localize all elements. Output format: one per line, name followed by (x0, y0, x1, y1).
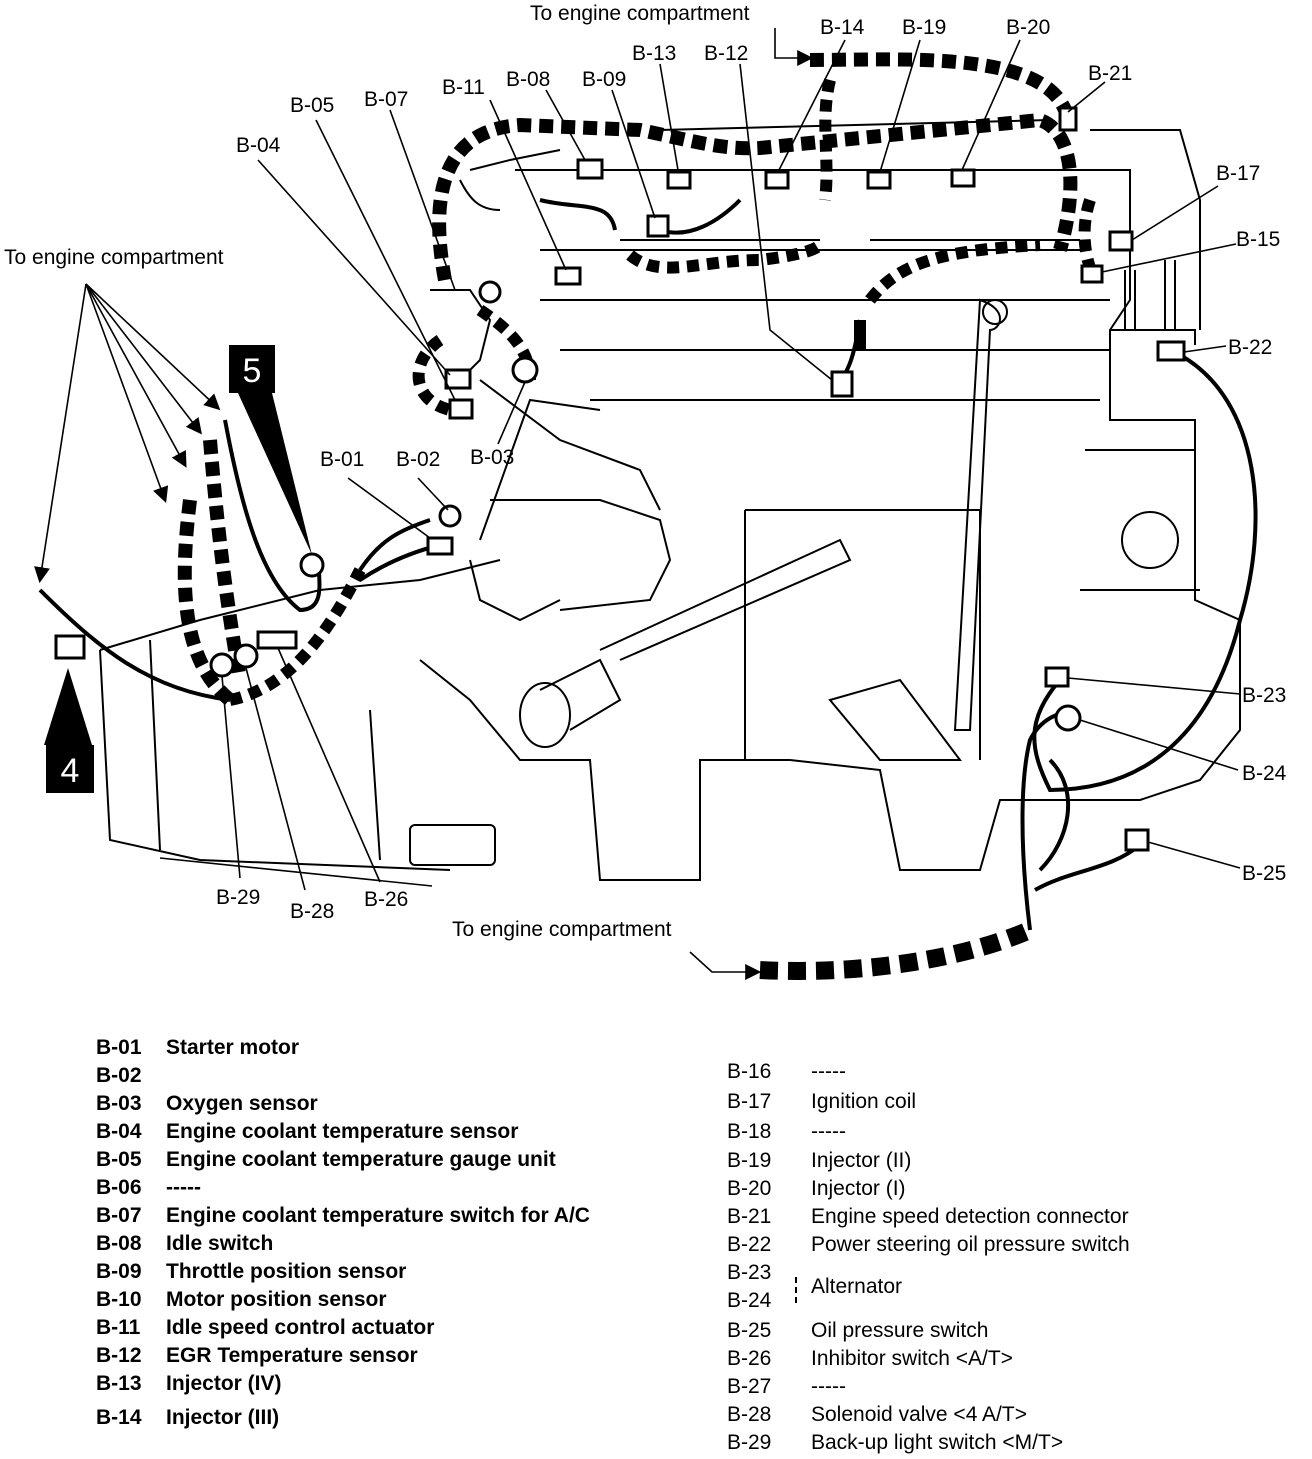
callout-b22: B-22 (1228, 336, 1272, 359)
callout-b24: B-24 (1242, 762, 1287, 785)
callout-b13: B-13 (632, 42, 676, 65)
callout-b07: B-07 (364, 88, 408, 111)
connector-b09 (646, 214, 670, 238)
marker-5: 5 (229, 345, 312, 555)
callout-b28: B-28 (290, 900, 334, 923)
callout-b09: B-09 (582, 68, 626, 91)
connector-b04 (444, 368, 472, 390)
callout-b04: B-04 (236, 134, 281, 157)
callout-b05: B-05 (290, 94, 334, 117)
svg-text:4: 4 (61, 752, 80, 790)
leader-lines (34, 28, 1241, 980)
connector-b19 (866, 170, 892, 190)
callout-labels: To engine compartment To engine compartm… (4, 2, 1287, 941)
engine-harness-diagram: 5 4 To engine compartment To engine comp… (4, 2, 1287, 980)
callout-b03: B-03 (470, 446, 514, 469)
connector-b21 (1058, 106, 1078, 132)
connector-left-ground (54, 634, 86, 660)
connector-b02 (438, 504, 462, 528)
callout-b15: B-15 (1236, 228, 1280, 251)
connector-5 (299, 552, 325, 578)
wiring-harness (177, 52, 1101, 980)
connector-b05 (448, 398, 474, 420)
callout-b14: B-14 (820, 16, 865, 39)
callout-b23: B-23 (1242, 684, 1286, 707)
connector-b03 (511, 356, 539, 384)
engine-block (99, 119, 1241, 881)
callout-b29: B-29 (216, 886, 260, 909)
alternator-brace (795, 1277, 803, 1303)
callout-b17: B-17 (1216, 162, 1260, 185)
callout-b21: B-21 (1088, 62, 1132, 85)
connector-b26 (256, 630, 298, 650)
connector-b08 (576, 158, 604, 180)
connector-b01 (426, 536, 454, 556)
connector-b17 (1108, 230, 1134, 252)
connector-b11 (554, 266, 582, 286)
thin-wires (38, 198, 1258, 931)
connector-b29 (209, 652, 235, 678)
callout-b20: B-20 (1006, 16, 1050, 39)
connector-b13 (666, 170, 692, 190)
connector-b07 (478, 280, 502, 304)
callout-b02: B-02 (396, 448, 440, 471)
connector-b24 (1054, 704, 1082, 732)
callout-b08: B-08 (506, 68, 550, 91)
callout-b11: B-11 (442, 76, 485, 99)
marker-4: 4 (44, 668, 94, 793)
callout-b26: B-26 (364, 888, 408, 911)
connector-b25 (1124, 828, 1150, 852)
svg-text:5: 5 (243, 352, 262, 390)
callout-to-engine-top: To engine compartment (530, 2, 750, 25)
connector-b28 (233, 643, 259, 669)
connectors (54, 106, 1186, 852)
connector-b12 (830, 370, 854, 398)
connector-b20 (950, 168, 976, 188)
connector-b14 (764, 170, 790, 190)
callout-b01: B-01 (320, 448, 364, 471)
callout-to-engine-left: To engine compartment (4, 246, 224, 269)
connector-b22 (1156, 340, 1186, 362)
callout-b12: B-12 (704, 42, 748, 65)
callout-b19: B-19 (902, 16, 946, 39)
connector-b23 (1044, 666, 1070, 688)
connector-b15 (1080, 264, 1104, 284)
callout-to-engine-bottom: To engine compartment (452, 918, 672, 941)
callout-b25: B-25 (1242, 862, 1286, 885)
